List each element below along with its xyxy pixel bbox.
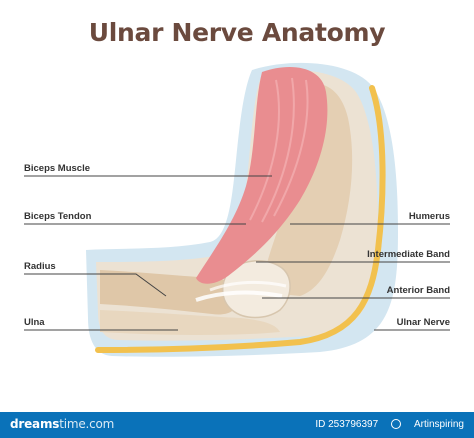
label-humerus: Humerus — [408, 211, 450, 222]
ligament-band-1 — [195, 290, 283, 302]
label-biceps-muscle: Biceps Muscle — [24, 163, 90, 174]
logo-text-suffix: .com — [85, 417, 115, 431]
biceps-muscle-fibers — [249, 77, 309, 223]
image-id: ID 253796397 — [315, 419, 379, 430]
page-title: Ulnar Nerve Anatomy — [88, 18, 386, 47]
label-radius: Radius — [24, 261, 56, 272]
author-credit[interactable]: Artinspiring — [390, 419, 464, 430]
biceps-muscle — [196, 66, 328, 284]
label-ulnar-nerve: Ulnar Nerve — [396, 317, 450, 328]
stock-site-logo[interactable]: dreamstime.com — [10, 417, 114, 431]
author-name: Artinspiring — [413, 419, 464, 430]
ligament-band-2 — [209, 281, 287, 292]
label-ulna: Ulna — [24, 317, 45, 328]
leader-radius — [24, 273, 167, 297]
label-biceps-tendon: Biceps Tendon — [24, 211, 92, 222]
copyright-icon — [390, 419, 401, 429]
logo-text-bold: dreams — [10, 417, 60, 431]
label-anterior-band: Anterior Band — [386, 285, 450, 296]
label-intermediate-band: Intermediate Band — [367, 249, 450, 260]
ulnar-nerve — [95, 85, 386, 353]
watermark-footer-bar: dreamstime.com ID 253796397 Artinspiring — [0, 412, 474, 438]
ulna-bone — [100, 310, 280, 335]
humerus-bone — [262, 83, 353, 296]
image-meta: ID 253796397 Artinspiring — [305, 419, 464, 430]
logo-text-light: time — [59, 417, 86, 431]
